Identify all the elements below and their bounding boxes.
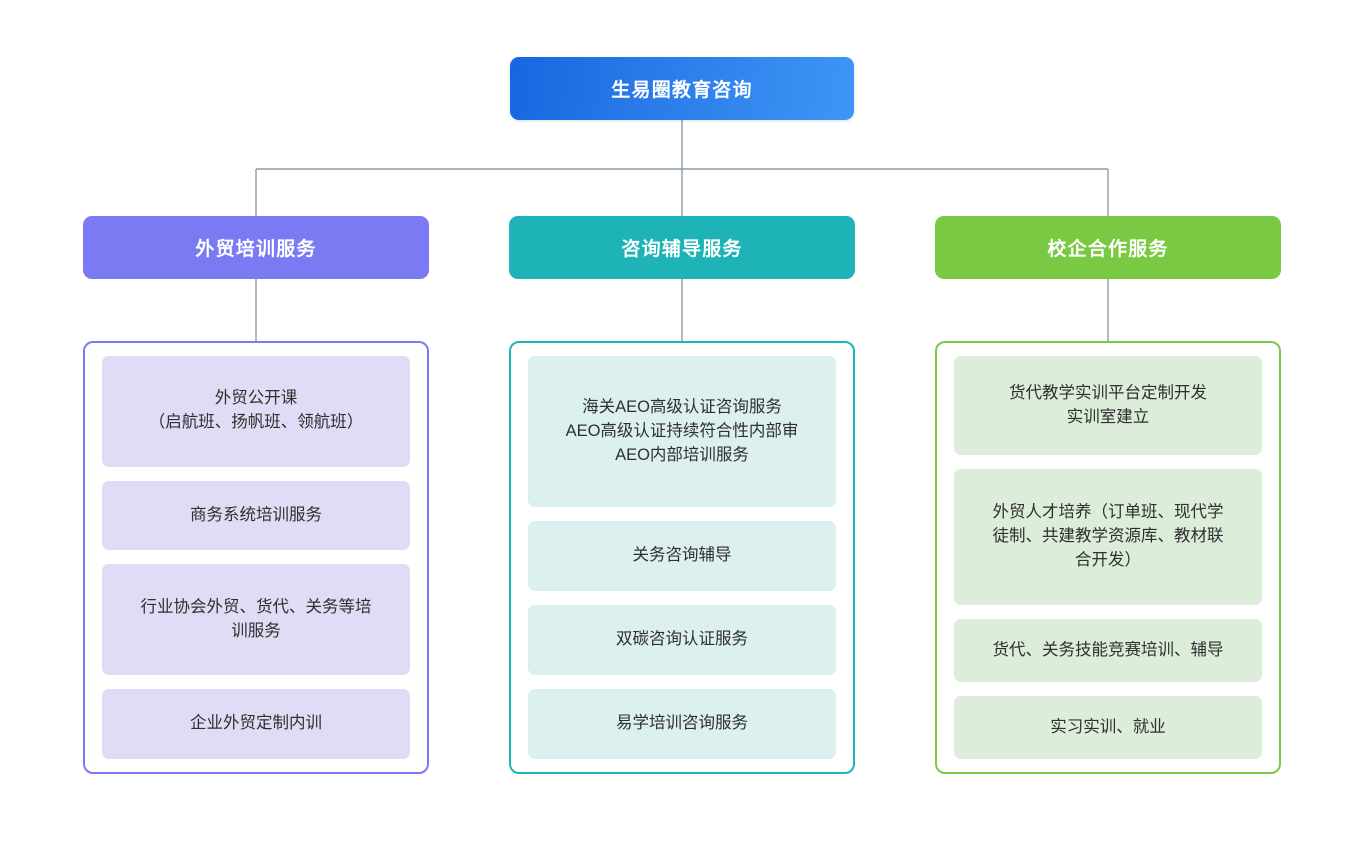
service-item[interactable]: 实习实训、就业 [954,696,1262,759]
category-header-label-1: 咨询辅导服务 [621,239,743,260]
service-item[interactable]: 货代教学实训平台定制开发 实训室建立 [954,356,1262,456]
category-items-box-0: 外贸公开课 （启航班、扬帆班、领航班） 商务系统培训服务 行业协会外贸、货代、关… [83,341,429,774]
category-column-2: 校企合作服务 货代教学实训平台定制开发 实训室建立 外贸人才培养（订单班、现代学… [935,216,1281,774]
service-item[interactable]: 企业外贸定制内训 [102,689,410,759]
service-item[interactable]: 海关AEO高级认证咨询服务 AEO高级认证持续符合性内部审 AEO内部培训服务 [528,356,836,508]
service-item[interactable]: 商务系统培训服务 [102,480,410,551]
category-header-0[interactable]: 外贸培训服务 [83,216,429,279]
service-item[interactable]: 外贸公开课 （启航班、扬帆班、领航班） [102,356,410,467]
service-item[interactable]: 双碳咨询认证服务 [528,605,836,676]
service-item[interactable]: 关务咨询辅导 [528,521,836,592]
category-header-2[interactable]: 校企合作服务 [935,216,1281,279]
service-item[interactable]: 行业协会外贸、货代、关务等培 训服务 [102,564,410,676]
category-column-1: 咨询辅导服务 海关AEO高级认证咨询服务 AEO高级认证持续符合性内部审 AEO… [509,216,855,774]
category-column-0: 外贸培训服务 外贸公开课 （启航班、扬帆班、领航班） 商务系统培训服务 行业协会… [83,216,429,774]
category-header-1[interactable]: 咨询辅导服务 [509,216,855,279]
root-node-label: 生易圈教育咨询 [611,80,753,101]
category-items-box-2: 货代教学实训平台定制开发 实训室建立 外贸人才培养（订单班、现代学 徒制、共建教… [935,341,1281,774]
category-items-box-1: 海关AEO高级认证咨询服务 AEO高级认证持续符合性内部审 AEO内部培训服务 … [509,341,855,774]
service-item[interactable]: 货代、关务技能竞赛培训、辅导 [954,619,1262,683]
category-header-label-0: 外贸培训服务 [195,239,317,260]
root-node[interactable]: 生易圈教育咨询 [510,57,854,120]
service-item[interactable]: 易学培训咨询服务 [528,689,836,759]
category-header-label-2: 校企合作服务 [1047,239,1169,260]
service-item[interactable]: 外贸人才培养（订单班、现代学 徒制、共建教学资源库、教材联 合开发） [954,469,1262,606]
